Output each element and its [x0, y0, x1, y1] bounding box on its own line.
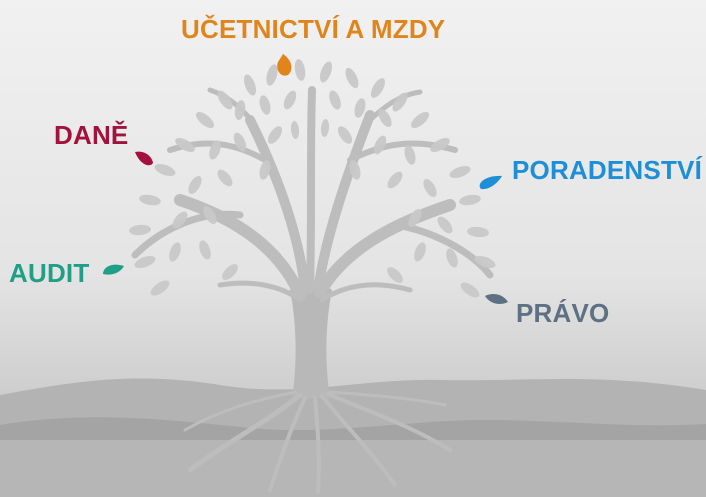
label-audit: AUDIT: [9, 258, 90, 288]
tree-roots: [183, 390, 452, 494]
tree-canopy-leaves: [129, 59, 496, 298]
leaf-marker-audit: [103, 264, 124, 275]
label-ucetnictvi-a-mzdy: UČETNICTVÍ A MZDY: [181, 14, 446, 44]
fog-band: [0, 440, 706, 497]
leaf-marker-pravo: [485, 294, 508, 304]
label-dane: DANĚ: [54, 120, 129, 150]
label-pravo: PRÁVO: [516, 298, 610, 328]
leaf-marker-dane: [135, 151, 153, 166]
label-poradenstvi: PORADENSTVÍ: [512, 155, 703, 185]
tree-trunk: [290, 282, 332, 398]
leaf-marker-poradenstvi: [479, 175, 502, 190]
tree-branches: [131, 86, 494, 303]
leaf-marker-ucetnictvi: [277, 54, 292, 76]
